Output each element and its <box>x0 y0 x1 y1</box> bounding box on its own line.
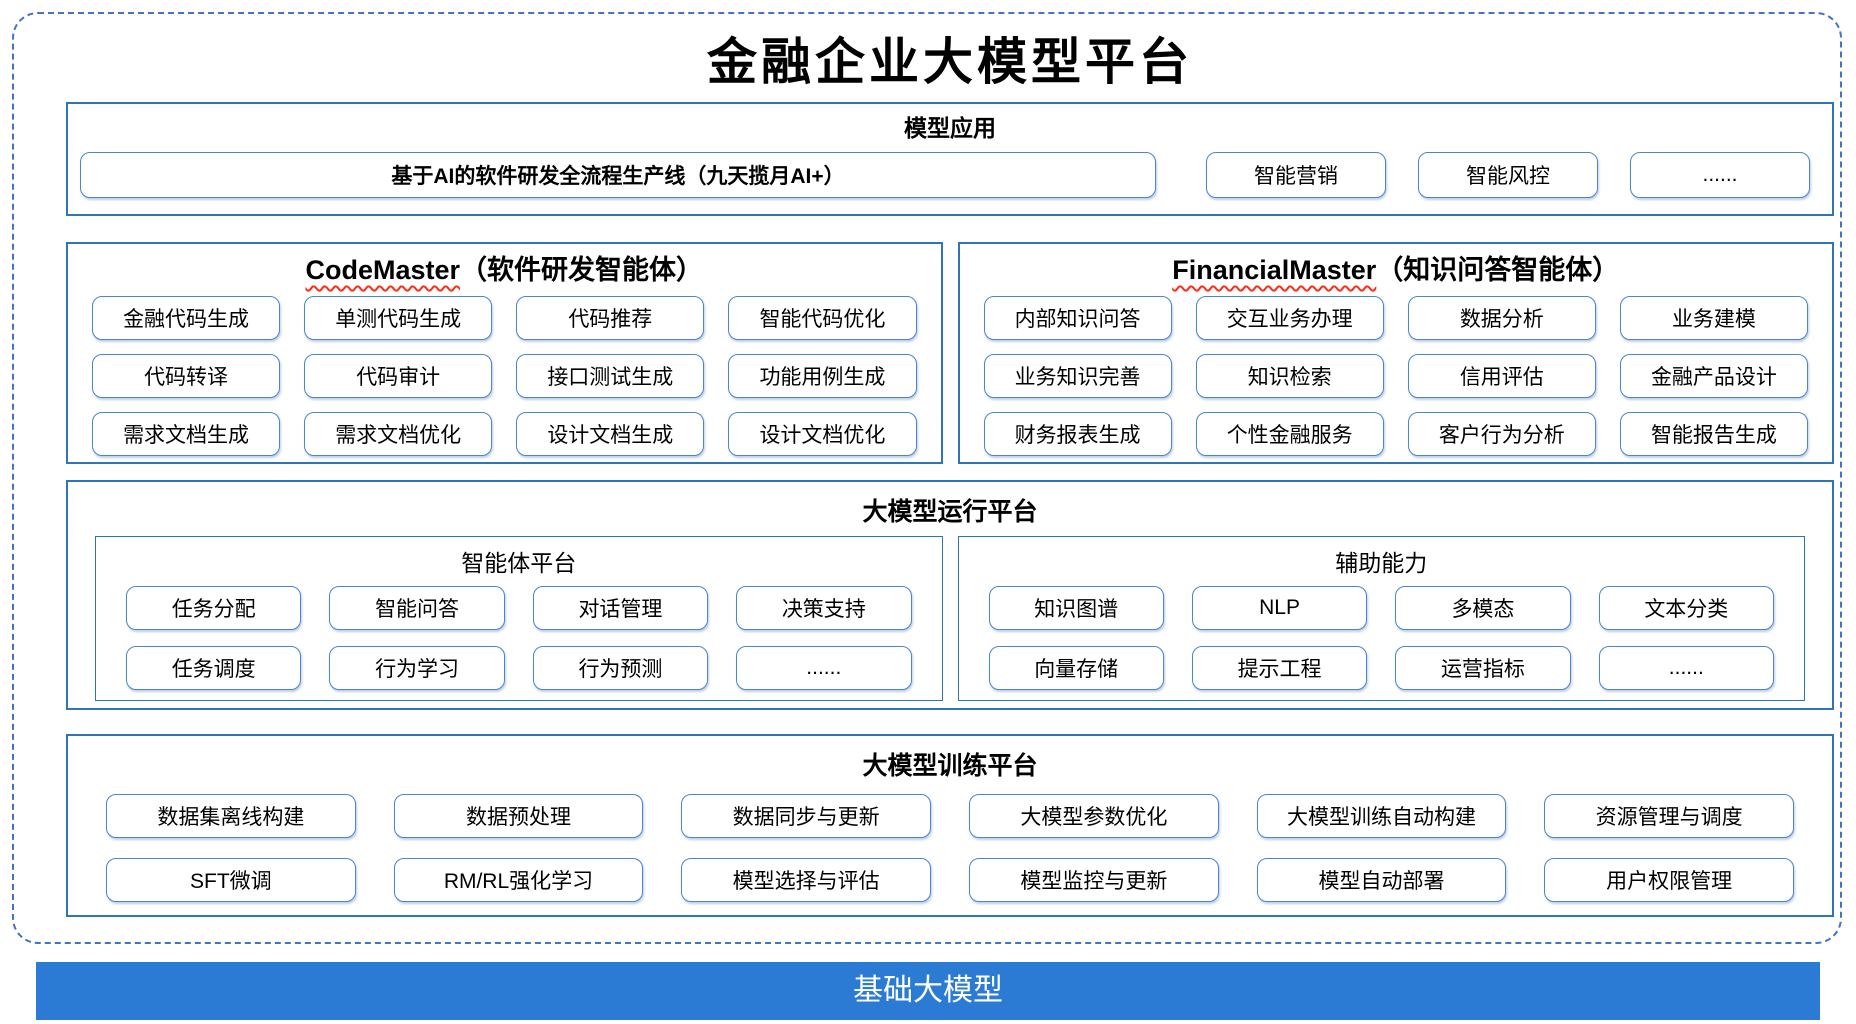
capability-item: 需求文档生成 <box>92 412 281 456</box>
section-codemaster: CodeMaster（软件研发智能体） 金融代码生成 单测代码生成 代码推荐 智… <box>66 242 943 464</box>
agent-platform-header: 智能体平台 <box>461 550 577 576</box>
capability-item: 大模型训练自动构建 <box>1256 794 1507 838</box>
capability-item: 代码审计 <box>304 354 493 398</box>
capability-item: 向量存储 <box>988 646 1164 690</box>
runtime-header: 大模型运行平台 <box>862 498 1038 526</box>
capability-item: 资源管理与调度 <box>1544 794 1794 838</box>
model-apps-row: 基于AI的软件研发全流程生产线（九天揽月AI+） 智能营销 智能风控 .....… <box>80 152 1820 198</box>
capability-item: 金融代码生成 <box>92 296 281 340</box>
capability-item: 多模态 <box>1395 586 1571 630</box>
section-model-apps: 模型应用 基于AI的软件研发全流程生产线（九天揽月AI+） 智能营销 智能风控 … <box>66 102 1834 216</box>
app-item-main: 基于AI的软件研发全流程生产线（九天揽月AI+） <box>80 152 1156 198</box>
financialmaster-name: FinancialMaster <box>1172 255 1377 285</box>
capability-item: 单测代码生成 <box>304 296 493 340</box>
capability-item: 任务分配 <box>126 586 302 630</box>
capability-item: 代码推荐 <box>516 296 705 340</box>
capability-item: 设计文档优化 <box>728 412 917 456</box>
capability-item: RM/RL强化学习 <box>393 858 644 902</box>
capability-item: 业务知识完善 <box>983 354 1172 398</box>
capability-item: 任务调度 <box>126 646 302 690</box>
capability-item: 智能问答 <box>329 586 505 630</box>
capability-item: 功能用例生成 <box>728 354 917 398</box>
capability-item: 数据分析 <box>1407 296 1596 340</box>
capability-item: 个性金融服务 <box>1195 412 1384 456</box>
capability-item: 运营指标 <box>1395 646 1571 690</box>
capability-item: 财务报表生成 <box>983 412 1172 456</box>
model-apps-header: 模型应用 <box>904 115 996 141</box>
aux-capability-grid: 知识图谱 NLP 多模态 文本分类 向量存储 提示工程 运营指标 ...... <box>959 578 1805 702</box>
subsection-agent-platform: 智能体平台 任务分配 智能问答 对话管理 决策支持 任务调度 行为学习 行为预测… <box>95 536 943 701</box>
app-item-ellipsis: ...... <box>1630 152 1810 198</box>
capability-item: 智能报告生成 <box>1619 412 1808 456</box>
codemaster-grid: 金融代码生成 单测代码生成 代码推荐 智能代码优化 代码转译 代码审计 接口测试… <box>68 288 941 470</box>
capability-item: 数据集离线构建 <box>106 794 356 838</box>
capability-item: 接口测试生成 <box>516 354 705 398</box>
capability-item: 行为学习 <box>329 646 505 690</box>
app-item: 智能营销 <box>1206 152 1386 198</box>
capability-item: 信用评估 <box>1407 354 1596 398</box>
agent-platform-grid: 任务分配 智能问答 对话管理 决策支持 任务调度 行为学习 行为预测 .....… <box>96 578 942 702</box>
platform-boundary: 金融企业大模型平台 模型应用 基于AI的软件研发全流程生产线（九天揽月AI+） … <box>12 12 1842 944</box>
capability-item: 对话管理 <box>532 586 709 630</box>
capability-item: 智能代码优化 <box>728 296 917 340</box>
capability-item: 模型监控与更新 <box>969 858 1219 902</box>
capability-item: 数据预处理 <box>393 794 644 838</box>
codemaster-subtitle: （软件研发智能体） <box>460 255 704 285</box>
capability-item: 模型选择与评估 <box>681 858 931 902</box>
platform-content: 金融企业大模型平台 模型应用 基于AI的软件研发全流程生产线（九天揽月AI+） … <box>66 14 1834 917</box>
capability-item: 行为预测 <box>532 646 709 690</box>
capability-item-ellipsis: ...... <box>1598 646 1774 690</box>
capability-item: 业务建模 <box>1619 296 1808 340</box>
subsection-aux-capability: 辅助能力 知识图谱 NLP 多模态 文本分类 向量存储 提示工程 运营指标 ..… <box>957 536 1805 702</box>
capability-item: 文本分类 <box>1598 586 1774 630</box>
app-item: 智能风控 <box>1418 152 1598 198</box>
capability-item: 交互业务办理 <box>1195 296 1384 340</box>
capability-item: 决策支持 <box>736 586 912 630</box>
capability-item: 需求文档优化 <box>304 412 493 456</box>
capability-item: 用户权限管理 <box>1544 858 1794 902</box>
page-title: 金融企业大模型平台 <box>707 32 1193 91</box>
capability-item: 内部知识问答 <box>983 296 1172 340</box>
foundation-model-bar: 基础大模型 <box>36 962 1820 1020</box>
training-header: 大模型训练平台 <box>862 752 1038 780</box>
section-financialmaster: FinancialMaster（知识问答智能体） 内部知识问答 交互业务办理 数… <box>957 242 1834 464</box>
capability-item: 金融产品设计 <box>1619 354 1808 398</box>
training-grid: 数据集离线构建 数据预处理 数据同步与更新 大模型参数优化 大模型训练自动构建 … <box>68 782 1832 918</box>
capability-item: 代码转译 <box>92 354 281 398</box>
capability-item-ellipsis: ...... <box>736 646 912 690</box>
section-runtime-platform: 大模型运行平台 智能体平台 任务分配 智能问答 对话管理 决策支持 任务调度 行… <box>66 480 1834 710</box>
codemaster-name: CodeMaster <box>305 255 461 285</box>
agents-row: CodeMaster（软件研发智能体） 金融代码生成 单测代码生成 代码推荐 智… <box>66 242 1834 464</box>
capability-item: NLP <box>1191 586 1368 630</box>
capability-item: 知识图谱 <box>988 586 1164 630</box>
capability-item: 客户行为分析 <box>1407 412 1596 456</box>
financialmaster-grid: 内部知识问答 交互业务办理 数据分析 业务建模 业务知识完善 知识检索 信用评估… <box>960 288 1833 470</box>
codemaster-header: CodeMaster（软件研发智能体） <box>68 252 941 288</box>
financialmaster-header: FinancialMaster（知识问答智能体） <box>960 252 1833 288</box>
capability-item: 模型自动部署 <box>1256 858 1507 902</box>
capability-item: 提示工程 <box>1191 646 1368 690</box>
aux-capability-header: 辅助能力 <box>1335 550 1428 576</box>
runtime-row: 智能体平台 任务分配 智能问答 对话管理 决策支持 任务调度 行为学习 行为预测… <box>95 536 1805 701</box>
capability-item: 设计文档生成 <box>516 412 705 456</box>
capability-item: 数据同步与更新 <box>681 794 931 838</box>
capability-item: 知识检索 <box>1195 354 1384 398</box>
section-training-platform: 大模型训练平台 数据集离线构建 数据预处理 数据同步与更新 大模型参数优化 大模… <box>66 734 1834 917</box>
capability-item: SFT微调 <box>106 858 356 902</box>
capability-item: 大模型参数优化 <box>969 794 1219 838</box>
financialmaster-subtitle: （知识问答智能体） <box>1376 255 1620 285</box>
